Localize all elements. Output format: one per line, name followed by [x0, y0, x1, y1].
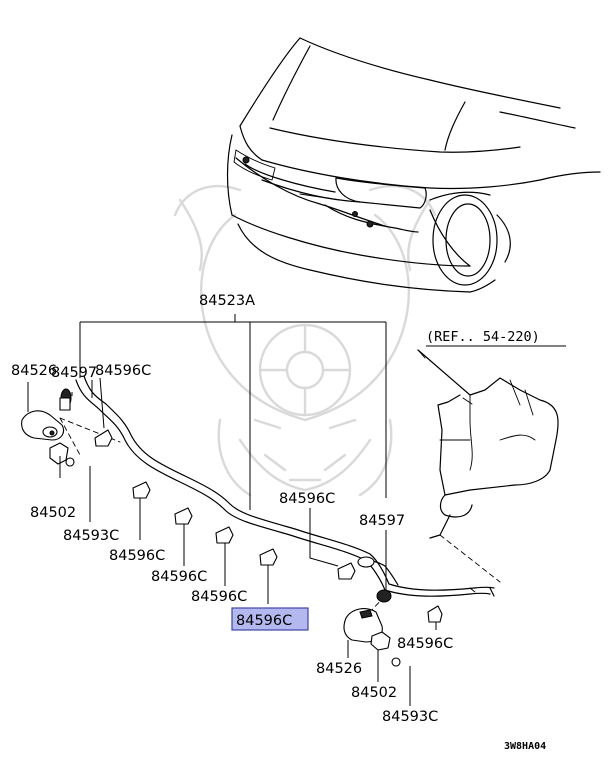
label-84593C-left[interactable]: 84593C	[63, 528, 119, 544]
nut-right	[391, 657, 401, 667]
selected-part-highlight	[231, 607, 309, 631]
diagram-code: 3W8HA04	[504, 741, 546, 752]
check-valve-left	[59, 388, 72, 411]
label-84596C-right-lower[interactable]: 84596C	[397, 636, 453, 652]
label-84526-right[interactable]: 84526	[316, 661, 362, 677]
reference-note: (REF.. 54-220)	[426, 329, 540, 345]
nut-left	[65, 457, 75, 467]
watermark-emblem	[173, 185, 437, 497]
washer-reservoir-tank	[417, 349, 559, 539]
label-84596C-4[interactable]: 84596C	[191, 589, 247, 605]
label-84597-right[interactable]: 84597	[359, 513, 405, 529]
check-valve-right	[376, 589, 392, 603]
nozzle-right	[343, 608, 383, 643]
vehicle-front-illustration	[226, 37, 601, 293]
leader-lines	[27, 314, 566, 706]
label-84597-left[interactable]: 84597	[51, 365, 97, 381]
label-84596C-right-upper[interactable]: 84596C	[279, 491, 335, 507]
label-84596C-3[interactable]: 84596C	[151, 569, 207, 585]
bracket-right	[370, 631, 391, 651]
bracket-left	[49, 442, 69, 465]
label-84526-left[interactable]: 84526	[11, 363, 57, 379]
nozzle-left	[21, 410, 65, 441]
label-84596C-2[interactable]: 84596C	[109, 548, 165, 564]
label-84523A[interactable]: 84523A	[199, 293, 255, 309]
hose-clips	[94, 429, 443, 623]
label-84502-right[interactable]: 84502	[351, 685, 397, 701]
washer-hose-line	[75, 375, 495, 597]
label-84502-left[interactable]: 84502	[30, 505, 76, 521]
label-84596C-top-left[interactable]: 84596C	[95, 363, 151, 379]
part-number-labels: 84523A 84597 84526 84596C 84502 84593C 8…	[11, 293, 546, 752]
label-84593C-right[interactable]: 84593C	[382, 709, 438, 725]
label-84596C-selected[interactable]: 84596C	[236, 613, 292, 629]
